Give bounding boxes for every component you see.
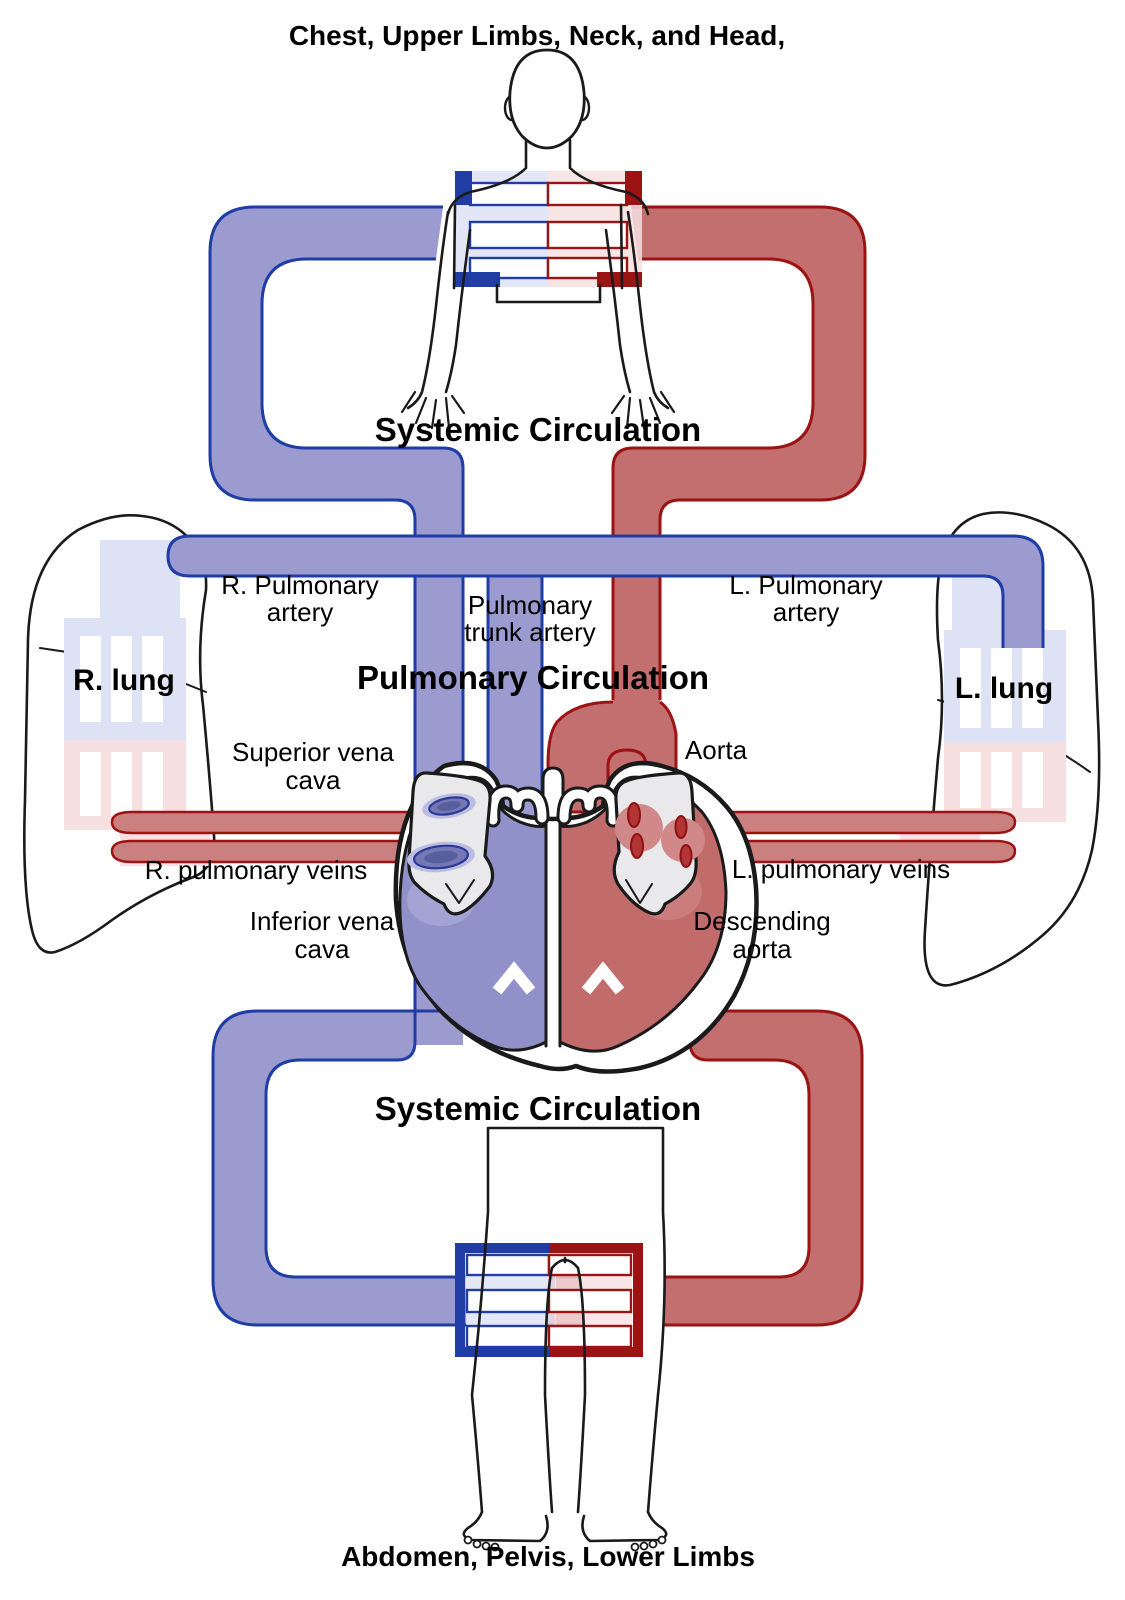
label-r-pulmonary-artery-line2: artery [267,597,333,627]
heart-septum [544,810,562,1048]
lower-body-outline [462,1126,668,1552]
upper-loop-artery-outline [538,205,867,700]
title-bottom: Abdomen, Pelvis, Lower Limbs [341,1541,755,1572]
right-lung [23,514,216,954]
label-inferior-vena-cava-line1: Inferior vena [250,906,395,936]
aorta-root-loop-outline [606,748,648,800]
toes [463,1535,667,1552]
label-inferior-vena-cava-line2: cava [295,934,350,964]
left-pulmonary-veins-tubes [690,810,1017,864]
heart [393,760,759,1074]
label-pulmonary-circulation: Pulmonary Circulation [357,659,709,696]
label-systemic-circulation-top: Systemic Circulation [375,411,701,448]
label-superior-vena-cava-line2: cava [286,765,341,795]
label-descending-aorta-line1: Descending [693,906,830,936]
tricuspid-valve-lines [445,879,475,904]
flow-chevron-left-ventricle [581,961,625,995]
label-pulmonary-trunk-line2: trunk artery [464,617,596,647]
diagram-labels: Chest, Upper Limbs, Neck, and Head, Syst… [73,20,1053,1572]
right-lung-capillary-slots [80,636,163,816]
upper-loop-vein-outline [208,205,537,880]
label-r-lung: R. lung [73,664,175,697]
label-descending-aorta-line2: aorta [732,934,792,964]
label-pulmonary-trunk-line1: Pulmonary [468,590,592,620]
left-foot [462,1510,549,1543]
label-l-pulmonary-veins: L. pulmonary veins [732,854,950,884]
right-hand-fingers [610,390,676,430]
pulmonary-artery-band [166,534,1045,648]
mitral-valve-lines [625,879,653,904]
label-l-pulmonary-artery-line2: artery [773,597,839,627]
heart-vessel-curls [485,784,621,828]
label-r-pulmonary-veins: R. pulmonary veins [145,855,368,885]
left-lung-capillary-slots [960,648,1043,808]
label-superior-vena-cava-line1: Superior vena [232,737,394,767]
pulmonary-vein-openings [615,802,705,868]
legs-capillary-grid [455,1243,643,1357]
chest-grid-slots [468,181,629,280]
chest-capillary-grid [455,171,642,287]
right-foot [581,1510,668,1543]
upper-loop-artery-tube [538,207,865,742]
upper-body-outline [400,138,676,430]
head [508,48,586,150]
label-aorta: Aorta [685,735,748,765]
legs-grid-slots [465,1253,633,1349]
label-r-pulmonary-artery-line1: R. Pulmonary [221,570,379,600]
flow-chevron-right-ventricle [492,961,536,995]
label-l-lung: L. lung [955,672,1053,705]
label-systemic-circulation-bottom: Systemic Circulation [375,1090,701,1127]
title-top: Chest, Upper Limbs, Neck, and Head, [289,20,785,51]
left-hand-fingers [400,390,466,430]
vena-cava-openings [407,793,476,873]
right-pulmonary-veins-tubes [110,810,460,864]
label-l-pulmonary-artery-line1: L. Pulmonary [729,570,882,600]
